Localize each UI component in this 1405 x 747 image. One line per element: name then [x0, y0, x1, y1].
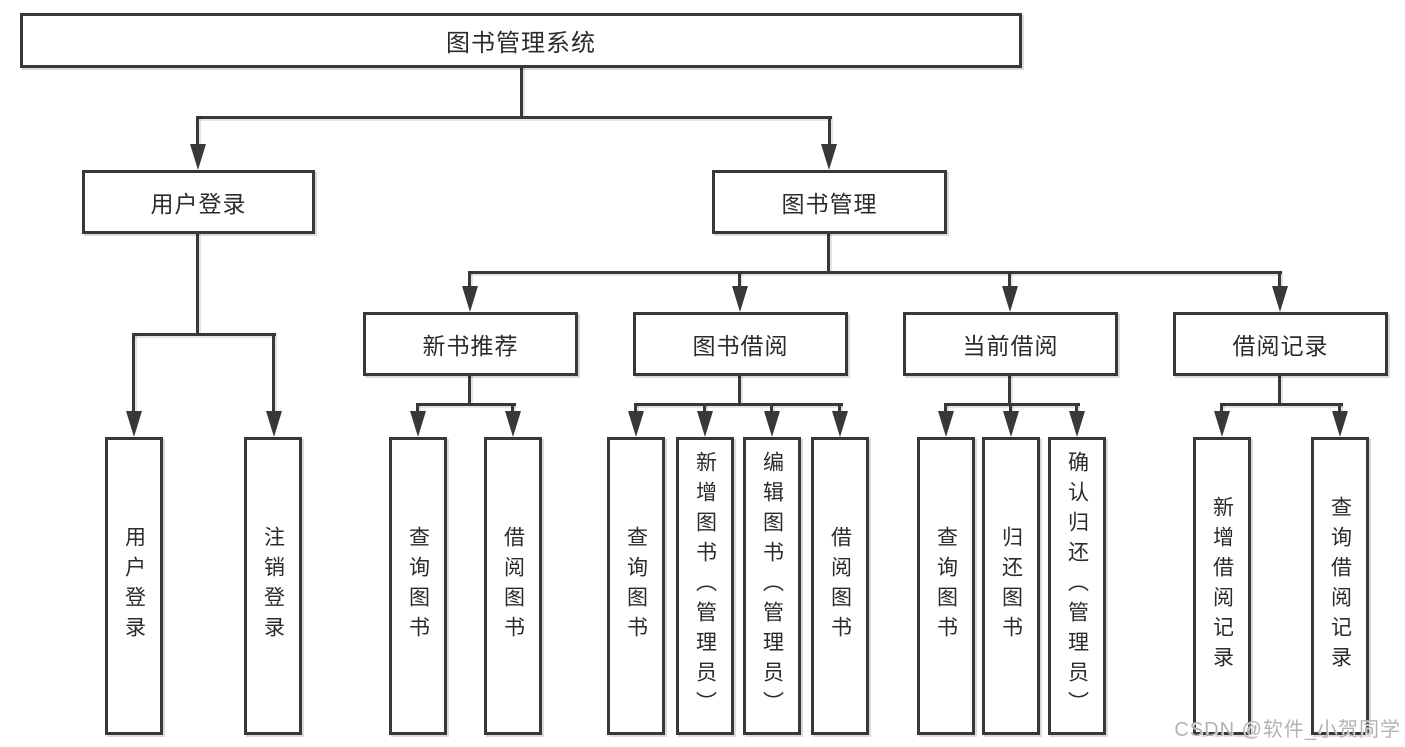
connector-stem — [634, 403, 637, 413]
connector-arrow-down — [190, 144, 206, 170]
leaf-label: 查询借阅记录 — [1328, 496, 1352, 676]
leaf-borrow-books: 借阅图书 — [484, 437, 542, 735]
connector-stem — [468, 271, 471, 289]
connector-stem — [272, 333, 275, 413]
leaf-label: 归还图书 — [999, 526, 1023, 646]
connector-stem — [703, 403, 706, 413]
connector-trunk — [1278, 376, 1281, 406]
connector-arrow-down — [1003, 411, 1019, 437]
connector-arrow-down — [1214, 411, 1230, 437]
connector-stem — [828, 116, 831, 146]
leaf-label: 新增图书（管理员） — [693, 451, 717, 721]
leaf-label: 确认归还（管理员） — [1065, 451, 1089, 721]
leaf-query-books: 查询图书 — [607, 437, 665, 735]
leaf-query-books: 查询图书 — [389, 437, 447, 735]
connector-stem — [770, 403, 773, 413]
connector-splitter — [634, 403, 843, 406]
connector-arrow-down — [1332, 411, 1348, 437]
leaf-label: 借阅图书 — [828, 526, 852, 646]
leaf-label: 编辑图书（管理员） — [760, 451, 784, 721]
connector-arrow-down — [764, 411, 780, 437]
root-node-system-title: 图书管理系统 — [20, 13, 1022, 68]
leaf-label: 注销登录 — [261, 526, 285, 646]
connector-arrow-down — [266, 411, 282, 437]
connector-stem — [944, 403, 947, 413]
connector-trunk — [1008, 376, 1011, 406]
connector-arrow-down — [938, 411, 954, 437]
connector-arrow-down — [462, 286, 478, 312]
node-label: 借阅记录 — [1232, 333, 1329, 359]
connector-stem — [738, 271, 741, 289]
node-label: 图书管理 — [781, 191, 878, 217]
connector-trunk — [827, 234, 830, 274]
connector-arrow-down — [628, 411, 644, 437]
node-book-management: 图书管理 — [712, 170, 947, 234]
node-borrow-record: 借阅记录 — [1173, 312, 1388, 376]
connector-stem — [511, 403, 514, 413]
leaf-logout: 注销登录 — [244, 437, 302, 735]
node-user-login: 用户登录 — [82, 170, 315, 234]
connector-arrow-down — [732, 286, 748, 312]
connector-stem — [1075, 403, 1078, 413]
connector-arrow-down — [697, 411, 713, 437]
connector-root-trunk — [520, 67, 523, 119]
connector-arrow-down — [505, 411, 521, 437]
leaf-add-books-admin: 新增图书（管理员） — [676, 437, 734, 735]
leaf-label: 新增借阅记录 — [1210, 496, 1234, 676]
leaf-label: 借阅图书 — [501, 526, 525, 646]
node-label: 用户登录 — [150, 191, 247, 217]
leaf-label: 用户登录 — [122, 526, 146, 646]
connector-arrow-down — [1002, 286, 1018, 312]
connector-trunk — [738, 376, 741, 406]
connector-splitter — [132, 333, 276, 336]
connector-stem — [1009, 403, 1012, 413]
leaf-label: 查询图书 — [624, 526, 648, 646]
connector-stem — [1220, 403, 1223, 413]
csdn-watermark: CSDN @软件_小贺同学 — [1174, 719, 1401, 741]
node-label: 图书借阅 — [692, 333, 789, 359]
connector-splitter — [468, 271, 1282, 274]
connector-level2-splitter — [196, 116, 832, 119]
connector-arrow-down — [832, 411, 848, 437]
leaf-user-login: 用户登录 — [105, 437, 163, 735]
connector-arrow-down — [410, 411, 426, 437]
connector-splitter — [944, 403, 1080, 406]
leaf-return-books: 归还图书 — [982, 437, 1040, 735]
node-label: 图书管理系统 — [446, 30, 596, 57]
leaf-add-borrow-record: 新增借阅记录 — [1193, 437, 1251, 735]
connector-arrow-down — [1069, 411, 1085, 437]
leaf-borrow-books: 借阅图书 — [811, 437, 869, 735]
connector-splitter — [1220, 403, 1343, 406]
leaf-query-borrow-record: 查询借阅记录 — [1311, 437, 1369, 735]
connector-trunk — [468, 376, 471, 406]
connector-trunk — [196, 234, 199, 336]
node-current-borrow: 当前借阅 — [903, 312, 1118, 376]
leaf-confirm-return-admin: 确认归还（管理员） — [1048, 437, 1106, 735]
connector-arrow-down — [1272, 286, 1288, 312]
node-label: 当前借阅 — [962, 333, 1059, 359]
node-new-book-recommend: 新书推荐 — [363, 312, 578, 376]
leaf-edit-books-admin: 编辑图书（管理员） — [743, 437, 801, 735]
leaf-label: 查询图书 — [406, 526, 430, 646]
connector-stem — [838, 403, 841, 413]
connector-stem — [1008, 271, 1011, 289]
connector-stem — [1338, 403, 1341, 413]
connector-arrow-down — [126, 411, 142, 437]
connector-stem — [416, 403, 419, 413]
connector-stem — [196, 116, 199, 146]
leaf-query-books: 查询图书 — [917, 437, 975, 735]
node-book-borrow: 图书借阅 — [633, 312, 848, 376]
connector-splitter — [416, 403, 516, 406]
connector-stem — [132, 333, 135, 413]
leaf-label: 查询图书 — [934, 526, 958, 646]
node-label: 新书推荐 — [422, 333, 519, 359]
connector-stem — [1278, 271, 1281, 289]
connector-arrow-down — [821, 144, 837, 170]
